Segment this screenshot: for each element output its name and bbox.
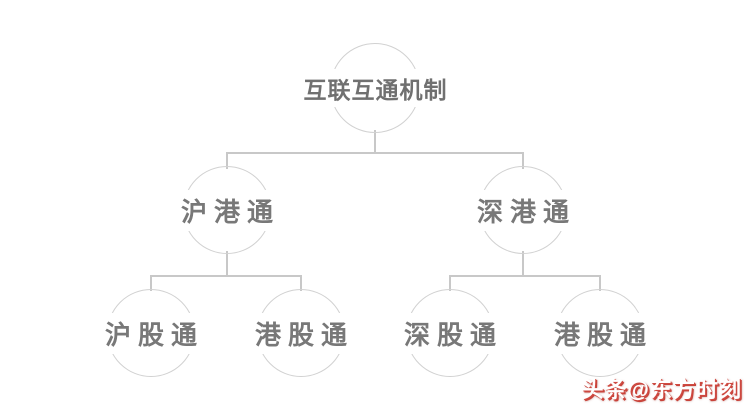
node-label: 深股通 [398, 312, 508, 354]
node-label: 深港通 [471, 189, 581, 231]
node-label: 港股通 [548, 312, 658, 354]
node-ganggutong-right: 港股通 [490, 278, 710, 388]
connector-stub [226, 152, 228, 169]
node-hugangtong: 沪港通 [117, 155, 337, 265]
node-label: 互联互通机制 [298, 69, 453, 107]
connector-stub [522, 152, 524, 169]
connector-l2b-down [522, 251, 524, 277]
node-hugutong: 沪股通 [41, 278, 261, 388]
node-ganggutong-left: 港股通 [191, 278, 411, 388]
toutiao-watermark: 头条@东方时刻 [581, 377, 742, 402]
node-label: 港股通 [249, 312, 359, 354]
connector-level2-horizontal [226, 152, 524, 154]
connector-stub [449, 275, 451, 291]
node-root: 互联互通机制 [265, 33, 485, 143]
connector-stub [150, 275, 152, 291]
connector-level3-right-horizontal [449, 275, 601, 277]
node-shengangtong: 深港通 [413, 155, 633, 265]
connector-root-down [374, 130, 376, 154]
node-label: 沪股通 [99, 312, 209, 354]
node-label: 沪港通 [175, 189, 285, 231]
connector-l2a-down [226, 251, 228, 277]
node-shengutong: 深股通 [340, 278, 560, 388]
connector-level3-left-horizontal [150, 275, 302, 277]
connector-stub [300, 275, 302, 291]
connector-stub [599, 275, 601, 291]
